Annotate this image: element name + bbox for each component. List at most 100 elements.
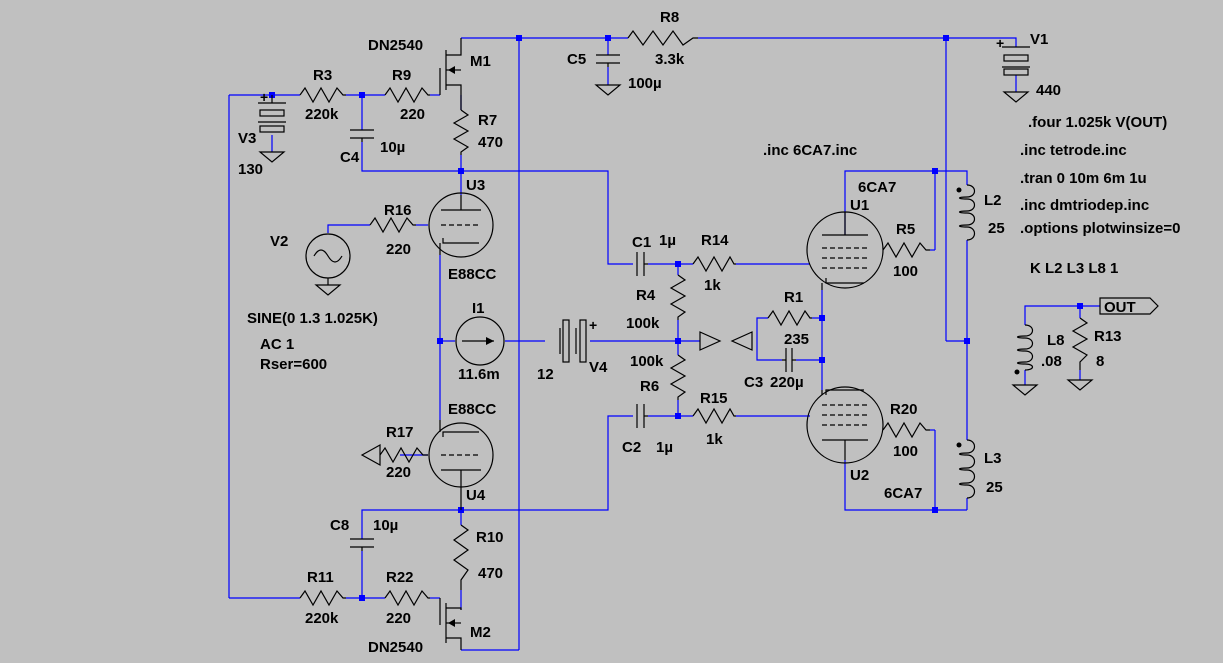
label-r9: R9	[392, 67, 411, 84]
battery-v1[interactable]: +	[996, 35, 1030, 76]
value-l2: 25	[988, 220, 1005, 237]
value-r7: 470	[478, 134, 503, 151]
mosfet-m1[interactable]	[439, 38, 462, 110]
label-r15: R15	[700, 390, 728, 407]
value-c2: 1µ	[656, 439, 673, 456]
resistor-r4[interactable]	[669, 274, 687, 320]
resistor-r7[interactable]	[452, 109, 470, 155]
ground-symbol	[1011, 384, 1039, 396]
label-u4: U4	[466, 487, 486, 504]
resistor-r1[interactable]	[767, 309, 812, 327]
capacitor-c1[interactable]	[636, 252, 648, 276]
value-l3: 25	[986, 479, 1003, 496]
capacitor-c8[interactable]	[350, 538, 374, 551]
value-i1: 11.6m	[458, 366, 500, 383]
directive-inc-6ca7: .inc 6CA7.inc	[763, 142, 857, 159]
battery-v3[interactable]: +	[258, 89, 286, 133]
inductor-l3[interactable]	[956, 439, 976, 499]
capacitor-c3[interactable]	[782, 348, 796, 372]
component-labels: R8 3.3k C5 100µ V1 440 DN2540 M1 R3 220k…	[238, 9, 1122, 656]
label-r22: R22	[386, 569, 414, 586]
label-c1: C1	[632, 234, 651, 251]
current-source-i1[interactable]	[455, 316, 505, 366]
out-net-label[interactable]: OUT	[1099, 297, 1159, 316]
resistor-r10[interactable]	[452, 524, 470, 590]
resistor-r5[interactable]	[882, 241, 930, 259]
resistor-r9[interactable]	[384, 86, 430, 104]
value-r6: 100k	[630, 353, 664, 370]
triode-u4[interactable]	[428, 420, 494, 510]
resistor-r15[interactable]	[692, 407, 736, 425]
value-c4: 10µ	[380, 139, 405, 156]
resistor-r17[interactable]	[379, 446, 428, 464]
value-r14: 1k	[704, 277, 721, 294]
model-m2: DN2540	[368, 639, 423, 656]
directive-coupling: K L2 L3 L8 1	[1030, 260, 1118, 277]
resistor-r13[interactable]	[1071, 317, 1089, 370]
resistor-r14[interactable]	[692, 255, 736, 273]
inductor-l2[interactable]	[956, 184, 976, 241]
value-v4: 12	[537, 366, 554, 383]
label-m1: M1	[470, 53, 491, 70]
triode-u3[interactable]	[428, 192, 494, 258]
resistor-r22[interactable]	[384, 589, 430, 607]
pentode-u2[interactable]	[806, 386, 884, 464]
resistor-r3[interactable]	[299, 86, 346, 104]
mosfet-m2[interactable]	[439, 598, 462, 650]
label-c4: C4	[340, 149, 360, 166]
resistor-r20[interactable]	[882, 421, 930, 439]
resistor-r11[interactable]	[299, 589, 346, 607]
label-r3: R3	[313, 67, 332, 84]
value-r13: 8	[1096, 353, 1104, 370]
directive-four: .four 1.025k V(OUT)	[1028, 114, 1167, 131]
directive-inc-dmtriode: .inc dmtriodep.inc	[1020, 197, 1149, 214]
value-c8: 10µ	[373, 517, 398, 534]
value-r4: 100k	[626, 315, 660, 332]
value-c5: 100µ	[628, 75, 662, 92]
label-i1: I1	[472, 300, 485, 317]
label-m2: M2	[470, 624, 491, 641]
pentode-u1[interactable]	[806, 211, 884, 290]
label-r11: R11	[307, 569, 334, 586]
battery-v4[interactable]: +	[559, 317, 597, 363]
value-r9: 220	[400, 106, 425, 123]
sine-source-v2[interactable]	[305, 233, 351, 285]
label-l8: L8	[1047, 332, 1065, 349]
ground-symbol	[258, 151, 286, 163]
value-v1: 440	[1036, 82, 1061, 99]
out-label: OUT	[1104, 299, 1136, 316]
value-v2: SINE(0 1.3 1.025K)	[247, 310, 378, 327]
label-c3: C3	[744, 374, 763, 391]
value-v3: 130	[238, 161, 263, 178]
wires	[228, 37, 1100, 651]
capacitor-c4[interactable]	[350, 129, 374, 142]
label-r1: R1	[784, 289, 803, 306]
label-c8: C8	[330, 517, 349, 534]
spice-directives: .inc 6CA7.inc .four 1.025k V(OUT) .inc t…	[763, 114, 1180, 277]
label-r16: R16	[384, 202, 412, 219]
capacitor-c2[interactable]	[636, 404, 648, 428]
resistor-r6[interactable]	[669, 354, 687, 400]
value-r16: 220	[386, 241, 411, 258]
ac-v2: AC 1	[260, 336, 294, 353]
model-u1: 6CA7	[858, 179, 896, 196]
label-v3: V3	[238, 130, 256, 147]
label-r17: R17	[386, 424, 414, 441]
label-l3: L3	[984, 450, 1002, 467]
value-c1: 1µ	[659, 232, 676, 249]
resistor-r8[interactable]	[627, 29, 698, 47]
ground-arrow-symbol	[360, 443, 381, 467]
model-m1: DN2540	[368, 37, 423, 54]
model-u3: E88CC	[448, 266, 497, 283]
label-v2: V2	[270, 233, 288, 250]
resistor-r16[interactable]	[369, 216, 416, 234]
label-r6: R6	[640, 378, 659, 395]
svg-text:+: +	[589, 317, 597, 333]
capacitor-c5[interactable]	[596, 54, 620, 67]
model-u4: E88CC	[448, 401, 497, 418]
value-r3: 220k	[305, 106, 339, 123]
value-r15: 1k	[706, 431, 723, 448]
inductor-l8[interactable]	[1014, 324, 1034, 375]
value-l8: .08	[1041, 353, 1062, 370]
